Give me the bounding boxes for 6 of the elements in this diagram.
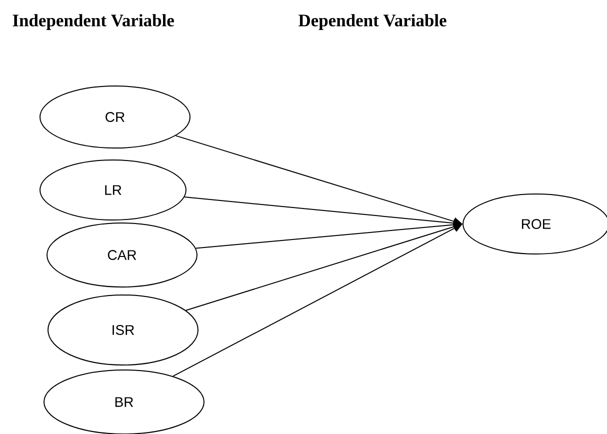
column-heading: Dependent Variable	[298, 14, 446, 30]
oval-node: ISR	[48, 294, 198, 366]
oval-node: CAR	[46, 222, 198, 288]
oval-node: CR	[40, 86, 190, 148]
oval-node: LR	[40, 160, 186, 220]
column-heading: Independent Variable	[12, 14, 174, 30]
